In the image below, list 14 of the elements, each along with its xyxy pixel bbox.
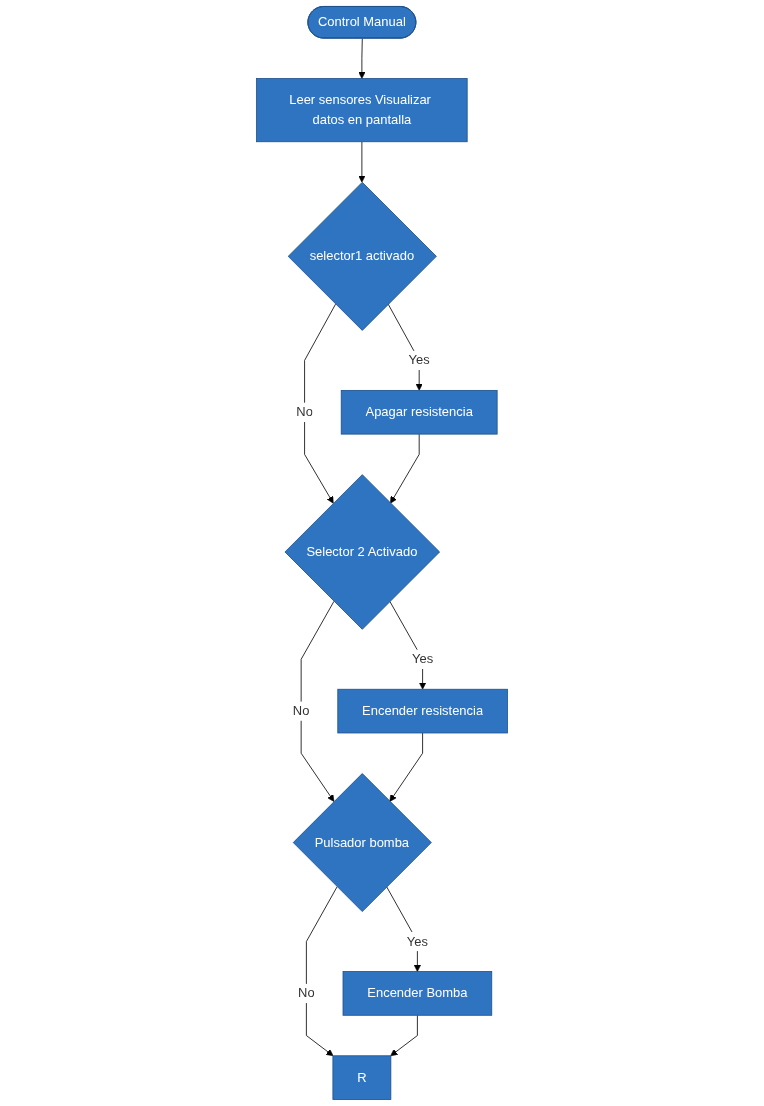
node-box: Encender Bomba [342, 971, 493, 1016]
node-box: Encender resistencia [337, 688, 508, 734]
node-box: R [332, 1055, 392, 1100]
node-diamond: Pulsador bomba [292, 773, 432, 912]
edge-label: Yes [406, 934, 428, 949]
edge-label: No [292, 703, 310, 718]
edge-label: Yes [408, 353, 430, 367]
edge-label: No [298, 986, 315, 1000]
node-box: Leer sensores Visualizar datos en pantalla [256, 78, 468, 143]
node-diamond: Selector 2 Activado [284, 474, 441, 630]
edge-label: No [296, 404, 313, 419]
node-box: Apagar resistencia [340, 390, 498, 435]
node-diamond: selector1 activado [287, 181, 437, 331]
edge-label: Yes [412, 651, 434, 666]
